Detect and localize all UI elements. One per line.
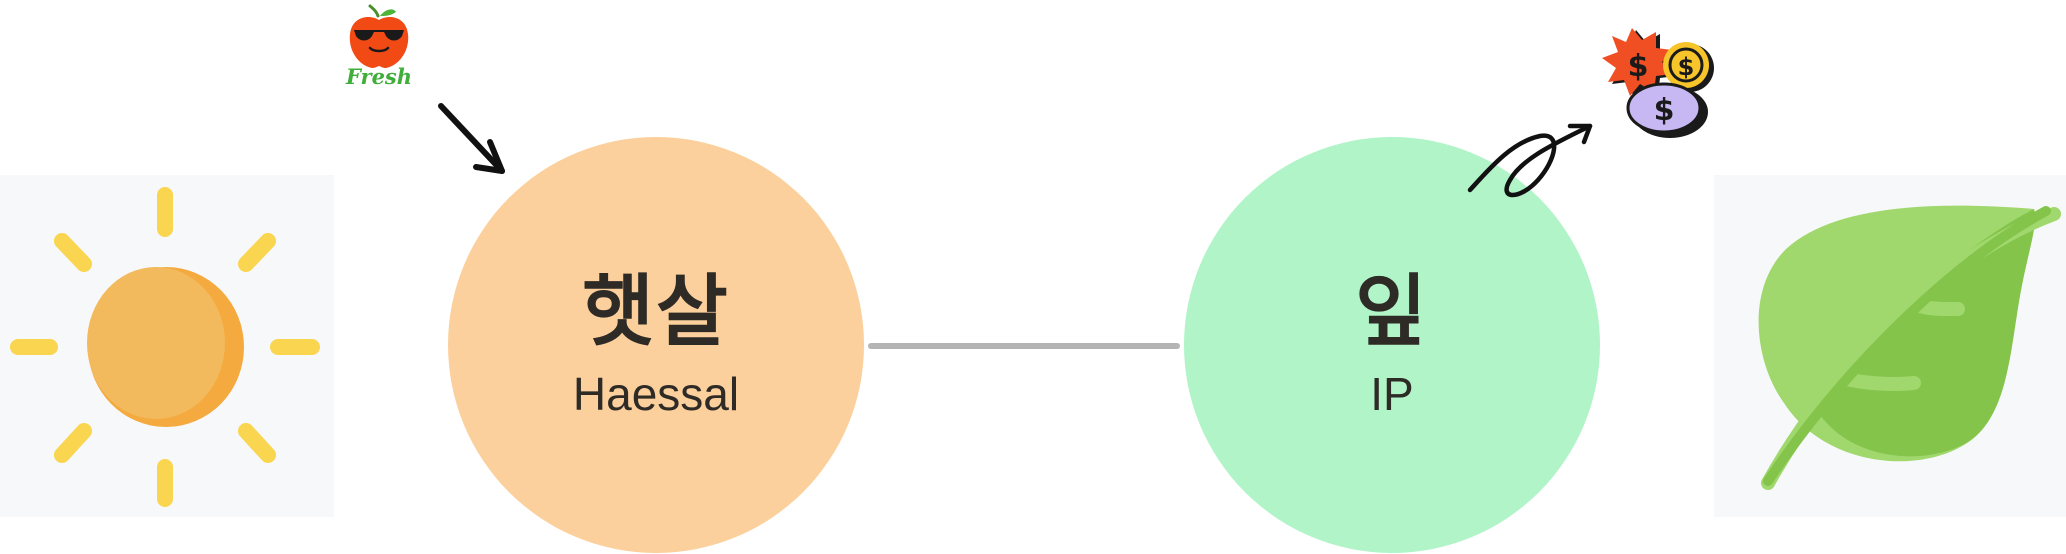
node-title-korean: 잎 [1355,267,1429,357]
node-haessal: 햇살 Haessal [448,137,864,553]
leaf-icon [1758,205,2061,490]
node-title-english: Haessal [572,368,740,420]
svg-text:$: $ [1678,53,1695,81]
leaf-card [1714,175,2066,517]
sun-icon [10,187,320,507]
straight-arrow-icon [438,103,505,174]
node-ip: 잎 IP [1184,137,1600,553]
node-title-korean: 햇살 [582,267,730,357]
sun-card [0,175,334,517]
connector-line [868,343,1180,349]
svg-text:$: $ [1628,49,1649,84]
fresh-label: Fresh [345,64,413,89]
apple-with-sunglasses-icon [349,4,409,68]
svg-text:$: $ [1654,93,1675,128]
node-title-english: IP [1370,368,1414,420]
dollar-coins-icon: $ $ $ [1602,28,1714,138]
